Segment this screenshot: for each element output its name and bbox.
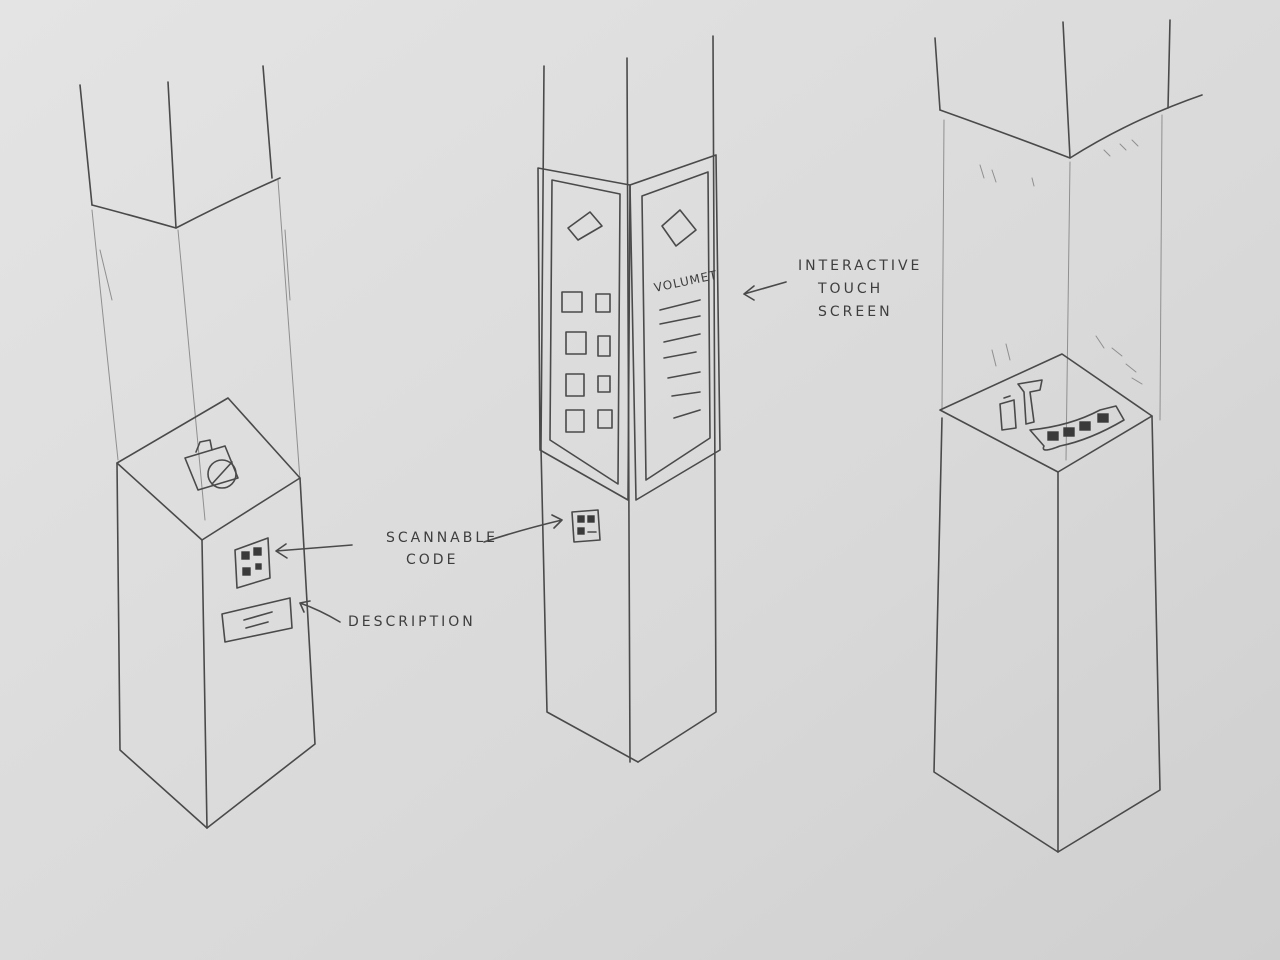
camera-icon — [184, 439, 239, 491]
touch-screen-arrow — [743, 281, 787, 301]
svg-text:SCANNABLE: SCANNABLE — [386, 530, 498, 546]
label-interactive-touch-screen: INTERACTIVE TOUCH SCREEN — [798, 258, 922, 320]
description-plate — [221, 597, 293, 643]
qr-code-icon — [571, 509, 601, 543]
phone-icon — [999, 395, 1017, 431]
film-strip-icon — [1029, 405, 1125, 451]
light-beam — [941, 114, 1163, 461]
qr-code-icon — [234, 537, 271, 589]
svg-text:CODE: CODE — [406, 552, 458, 568]
scannable-code-arrow-left — [275, 543, 353, 559]
pillar-left — [79, 65, 316, 829]
pillar-right — [933, 19, 1203, 853]
bottle-icon — [1017, 379, 1043, 425]
svg-text:INTERACTIVE: INTERACTIVE — [798, 258, 922, 274]
svg-text:TOUCH: TOUCH — [817, 281, 883, 297]
diamond-logo-icon — [661, 209, 697, 247]
pillar-middle: VOLUMET — [537, 35, 721, 763]
description-arrow — [299, 600, 341, 623]
diamond-logo-icon — [567, 211, 603, 241]
scannable-code-arrow-right — [483, 514, 563, 543]
touch-screen-left-panel — [537, 167, 631, 501]
label-scannable-code: SCANNABLE CODE — [386, 530, 498, 568]
light-beam — [91, 179, 301, 521]
svg-text:SCREEN: SCREEN — [818, 304, 893, 320]
label-description: DESCRIPTION — [348, 614, 476, 630]
